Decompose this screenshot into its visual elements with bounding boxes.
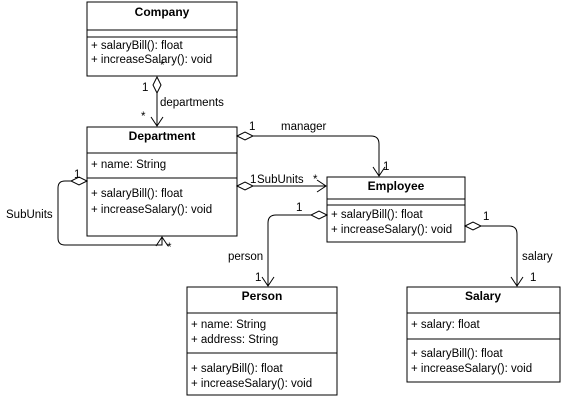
- class-person-attribute: + address: String: [191, 334, 278, 346]
- arrowhead-icon: [150, 116, 164, 127]
- class-department-operation: + increaseSalary(): void: [91, 204, 212, 216]
- class-employee[interactable]: Employee + salaryBill(): float + increas…: [326, 176, 466, 243]
- arrowhead-icon: [510, 276, 524, 287]
- multiplicity-label: *: [313, 174, 318, 186]
- association-line: [267, 214, 311, 286]
- class-company[interactable]: Company + salaryBill(): float + increase…: [86, 1, 238, 77]
- class-salary-operation: + salaryBill(): float: [411, 348, 504, 360]
- association-line: [57, 180, 163, 246]
- class-company-operation: + increaseSalary(): void: [91, 54, 212, 66]
- association-line: [253, 135, 380, 176]
- aggregation-diamond-icon: [152, 75, 162, 95]
- class-department-attribute: + name: String: [91, 159, 166, 171]
- multiplicity-label: 1: [255, 272, 261, 284]
- class-salary[interactable]: Salary + salary: float + salaryBill(): f…: [406, 286, 561, 383]
- association-department-subunits-self[interactable]: 1 SubUnits *: [6, 169, 172, 254]
- aggregation-diamond-icon: [309, 210, 329, 220]
- class-employee-operation: + salaryBill(): float: [331, 209, 424, 221]
- association-department-manager[interactable]: 1 manager 1: [235, 121, 389, 177]
- class-person-name: Person: [242, 289, 283, 303]
- class-person-operation: + increaseSalary(): void: [191, 378, 312, 390]
- association-department-subunits-employee[interactable]: 1 SubUnits *: [235, 174, 327, 193]
- multiplicity-label: *: [167, 242, 172, 254]
- class-salary-name: Salary: [465, 289, 501, 303]
- multiplicity-label: 1: [250, 174, 256, 186]
- class-person[interactable]: Person + name: String + address: String …: [186, 286, 338, 396]
- class-person-attribute: + name: String: [191, 319, 266, 331]
- multiplicity-label: *: [160, 60, 165, 72]
- association-line: [481, 225, 518, 286]
- role-label: person: [228, 251, 263, 263]
- arrowhead-icon: [261, 276, 275, 287]
- class-department-name: Department: [129, 129, 196, 143]
- arrowhead-icon: [372, 166, 386, 177]
- multiplicity-label: 1: [483, 211, 489, 223]
- aggregation-diamond-icon: [235, 131, 255, 141]
- role-label: SubUnits: [257, 174, 304, 186]
- class-department-operation: + salaryBill(): float: [91, 188, 184, 200]
- multiplicity-label: 1: [142, 82, 148, 94]
- role-label: SubUnits: [6, 209, 53, 221]
- role-label: manager: [281, 121, 327, 133]
- role-label: salary: [522, 251, 553, 263]
- multiplicity-label: 1: [383, 161, 389, 173]
- class-department[interactable]: Department + name: String + salaryBill()…: [86, 126, 238, 237]
- association-employee-salary[interactable]: 1 salary 1: [463, 211, 553, 287]
- class-company-operation: + salaryBill(): float: [91, 40, 184, 52]
- class-employee-name: Employee: [368, 179, 425, 193]
- role-label: departments: [160, 97, 224, 109]
- class-person-operation: + salaryBill(): float: [191, 363, 284, 375]
- multiplicity-label: *: [141, 111, 146, 123]
- association-employee-person[interactable]: 1 person 1: [228, 202, 329, 287]
- association-company-departments[interactable]: 1 departments *: [141, 75, 224, 127]
- multiplicity-label: 1: [296, 202, 302, 214]
- class-company-name: Company: [135, 5, 190, 19]
- aggregation-diamond-icon: [463, 221, 483, 231]
- class-employee-operation: + increaseSalary(): void: [331, 224, 452, 236]
- arrowhead-icon: [316, 179, 327, 193]
- multiplicity-label: 1: [530, 272, 536, 284]
- arrowhead-icon: [155, 236, 169, 247]
- multiplicity-label: 1: [74, 169, 80, 181]
- class-salary-operation: + increaseSalary(): void: [411, 363, 532, 375]
- class-salary-attribute: + salary: float: [411, 319, 481, 331]
- multiplicity-label: 1: [249, 121, 255, 133]
